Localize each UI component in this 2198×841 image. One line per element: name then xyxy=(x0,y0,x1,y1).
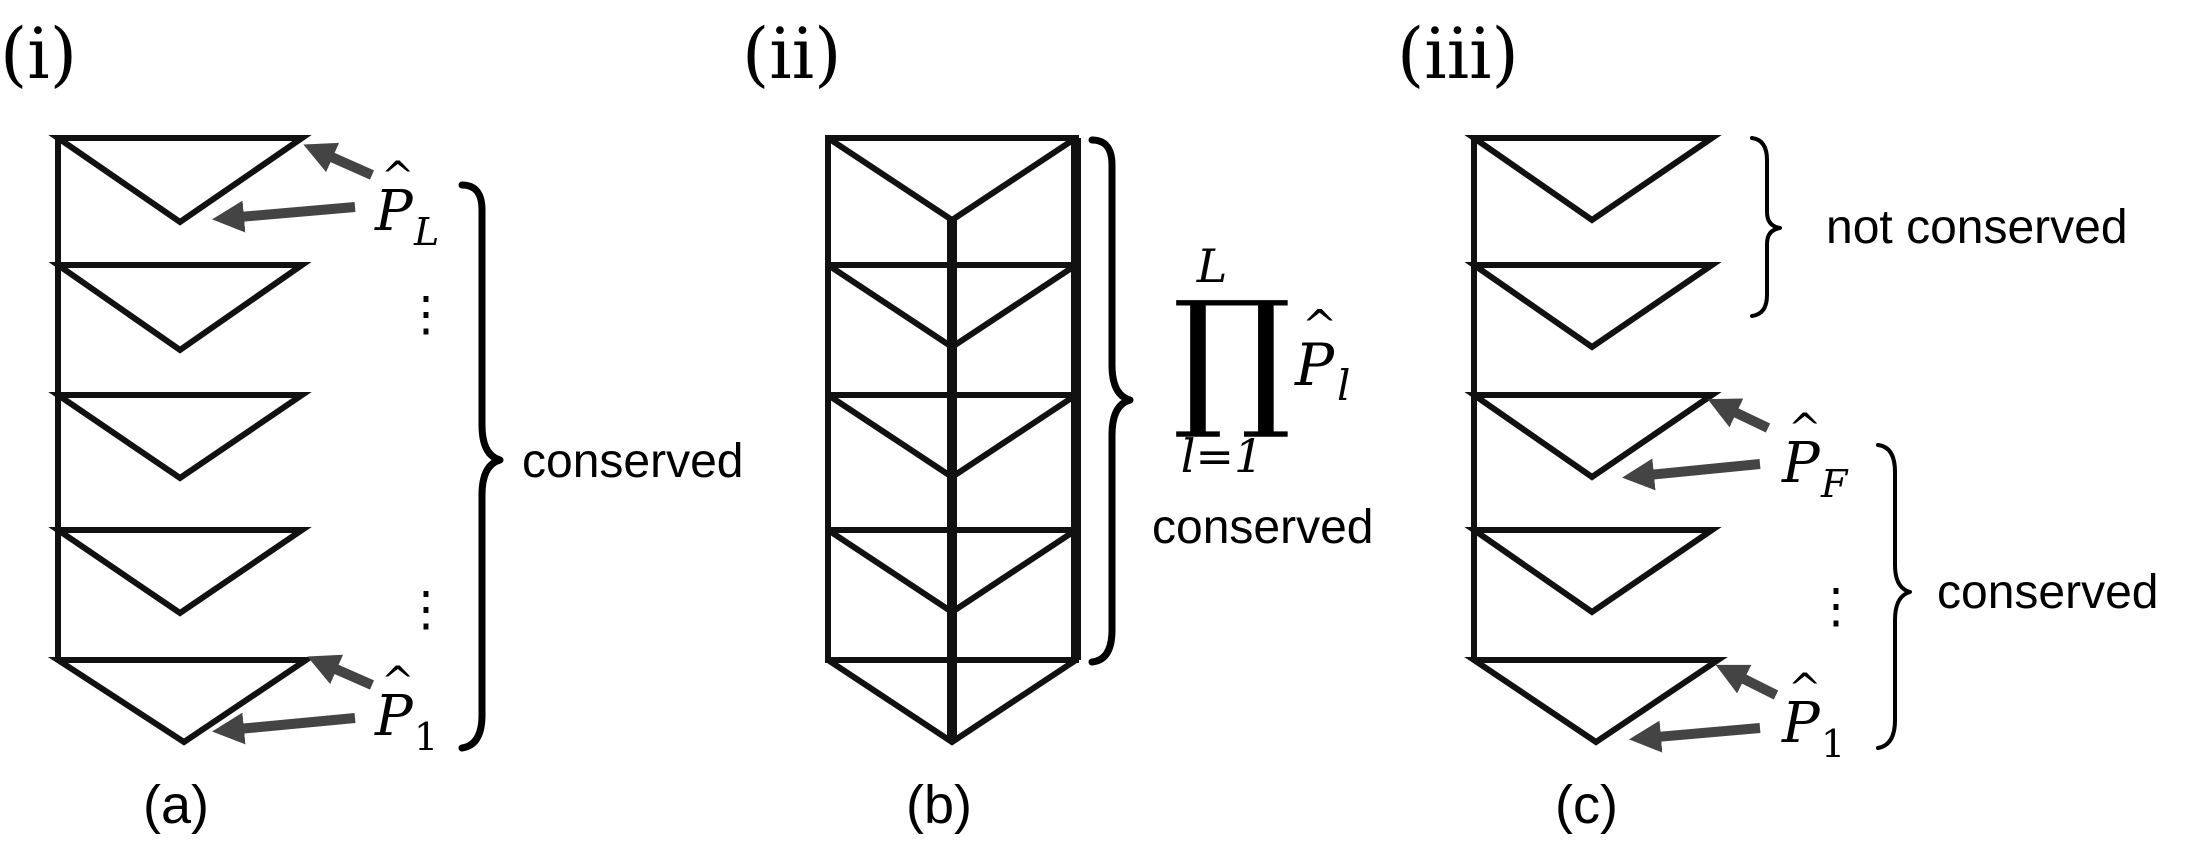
vertical-ellipsis: ⋮ xyxy=(402,286,450,342)
brace-label-conserved: conserved xyxy=(1937,566,2158,619)
arrow-to-tip xyxy=(303,142,375,180)
brace-label-not-conserved: not conserved xyxy=(1826,201,2128,254)
triangle-layer xyxy=(48,527,312,617)
operator-P-1: P ^ 1 xyxy=(1781,666,1845,766)
stack-c xyxy=(1464,135,1728,746)
operator-subscript: 1 xyxy=(414,715,438,759)
product-symbol: ∏ xyxy=(1172,270,1291,444)
panel-label-ii: (ii) xyxy=(742,13,841,95)
panel-ii: (ii) L ∏ P ^ l l=1 conserved (b) xyxy=(742,13,1373,835)
arrow-group-top xyxy=(1622,398,1771,491)
stack-a xyxy=(47,135,316,746)
operator-base: P xyxy=(1294,331,1335,399)
hat-mark: ^ xyxy=(381,154,415,200)
triangle-layer xyxy=(1464,392,1722,481)
stack-b xyxy=(825,135,1081,746)
operator-subscript: L xyxy=(413,210,439,254)
product-upper-limit: L xyxy=(1196,239,1228,293)
brace-label-conserved: conserved xyxy=(1152,501,1373,554)
caption-a: (a) xyxy=(143,775,209,835)
operator-base: P xyxy=(1781,691,1821,756)
curly-brace-upper xyxy=(1750,136,1782,318)
brace-label-conserved: conserved xyxy=(522,435,743,488)
triangle-layer xyxy=(1464,135,1722,224)
triangle-layer xyxy=(48,135,312,226)
panel-iii: (iii) not conserved P ^ F ⋮ P ^ xyxy=(1397,13,2158,835)
arrow-to-apex xyxy=(212,200,356,233)
operator-P-1: P ^ 1 xyxy=(374,659,438,759)
arrow-group-bottom xyxy=(1629,664,1779,753)
triangle-layer xyxy=(1464,262,1722,351)
arrow-to-apex xyxy=(1622,458,1761,491)
curly-brace xyxy=(458,181,504,752)
chevron xyxy=(826,135,1078,224)
operator-subscript: l xyxy=(1337,361,1350,410)
operator-subscript: F xyxy=(1820,462,1849,506)
triangle-layer xyxy=(48,262,312,354)
triangle-layer xyxy=(1464,527,1722,616)
panel-label-i: (i) xyxy=(0,13,77,95)
curly-brace-lower xyxy=(1876,443,1912,750)
vertical-ellipsis: ⋮ xyxy=(402,581,450,637)
operator-P-F: P ^ F xyxy=(1781,406,1849,506)
panel-label-iii: (iii) xyxy=(1397,13,1519,95)
hat-mark: ^ xyxy=(381,659,415,705)
arrow-to-tip xyxy=(307,654,375,690)
arrow-to-apex xyxy=(212,712,356,745)
vertical-ellipsis: ⋮ xyxy=(1812,578,1860,634)
hat-mark: ^ xyxy=(1788,406,1822,452)
triangle-layer xyxy=(1464,657,1728,746)
hat-mark: ^ xyxy=(1788,666,1822,712)
arrow-to-apex xyxy=(1629,720,1761,753)
operator-base: P xyxy=(374,179,414,244)
product-expression: L ∏ P ^ l l=1 xyxy=(1172,239,1350,483)
arrow-to-tip xyxy=(1707,398,1771,433)
triangle-layer xyxy=(48,392,312,482)
operator-subscript: 1 xyxy=(1821,722,1845,766)
arrow-group-top xyxy=(212,142,375,233)
arrow-to-tip xyxy=(1715,664,1779,700)
operator-base: P xyxy=(374,684,414,749)
product-lower-limit: l=1 xyxy=(1181,429,1264,483)
panel-i: (i) P ^ L ⋮ ⋮ P ^ 1 con xyxy=(0,13,743,835)
hat-mark: ^ xyxy=(1302,301,1337,350)
operator-base: P xyxy=(1781,431,1821,496)
caption-b: (b) xyxy=(906,775,972,835)
caption-c: (c) xyxy=(1555,775,1618,835)
triangle-layer xyxy=(47,657,316,746)
curly-brace xyxy=(1088,136,1134,666)
operator-P-L: P ^ L xyxy=(374,154,439,254)
arrow-group-bottom xyxy=(212,654,375,745)
